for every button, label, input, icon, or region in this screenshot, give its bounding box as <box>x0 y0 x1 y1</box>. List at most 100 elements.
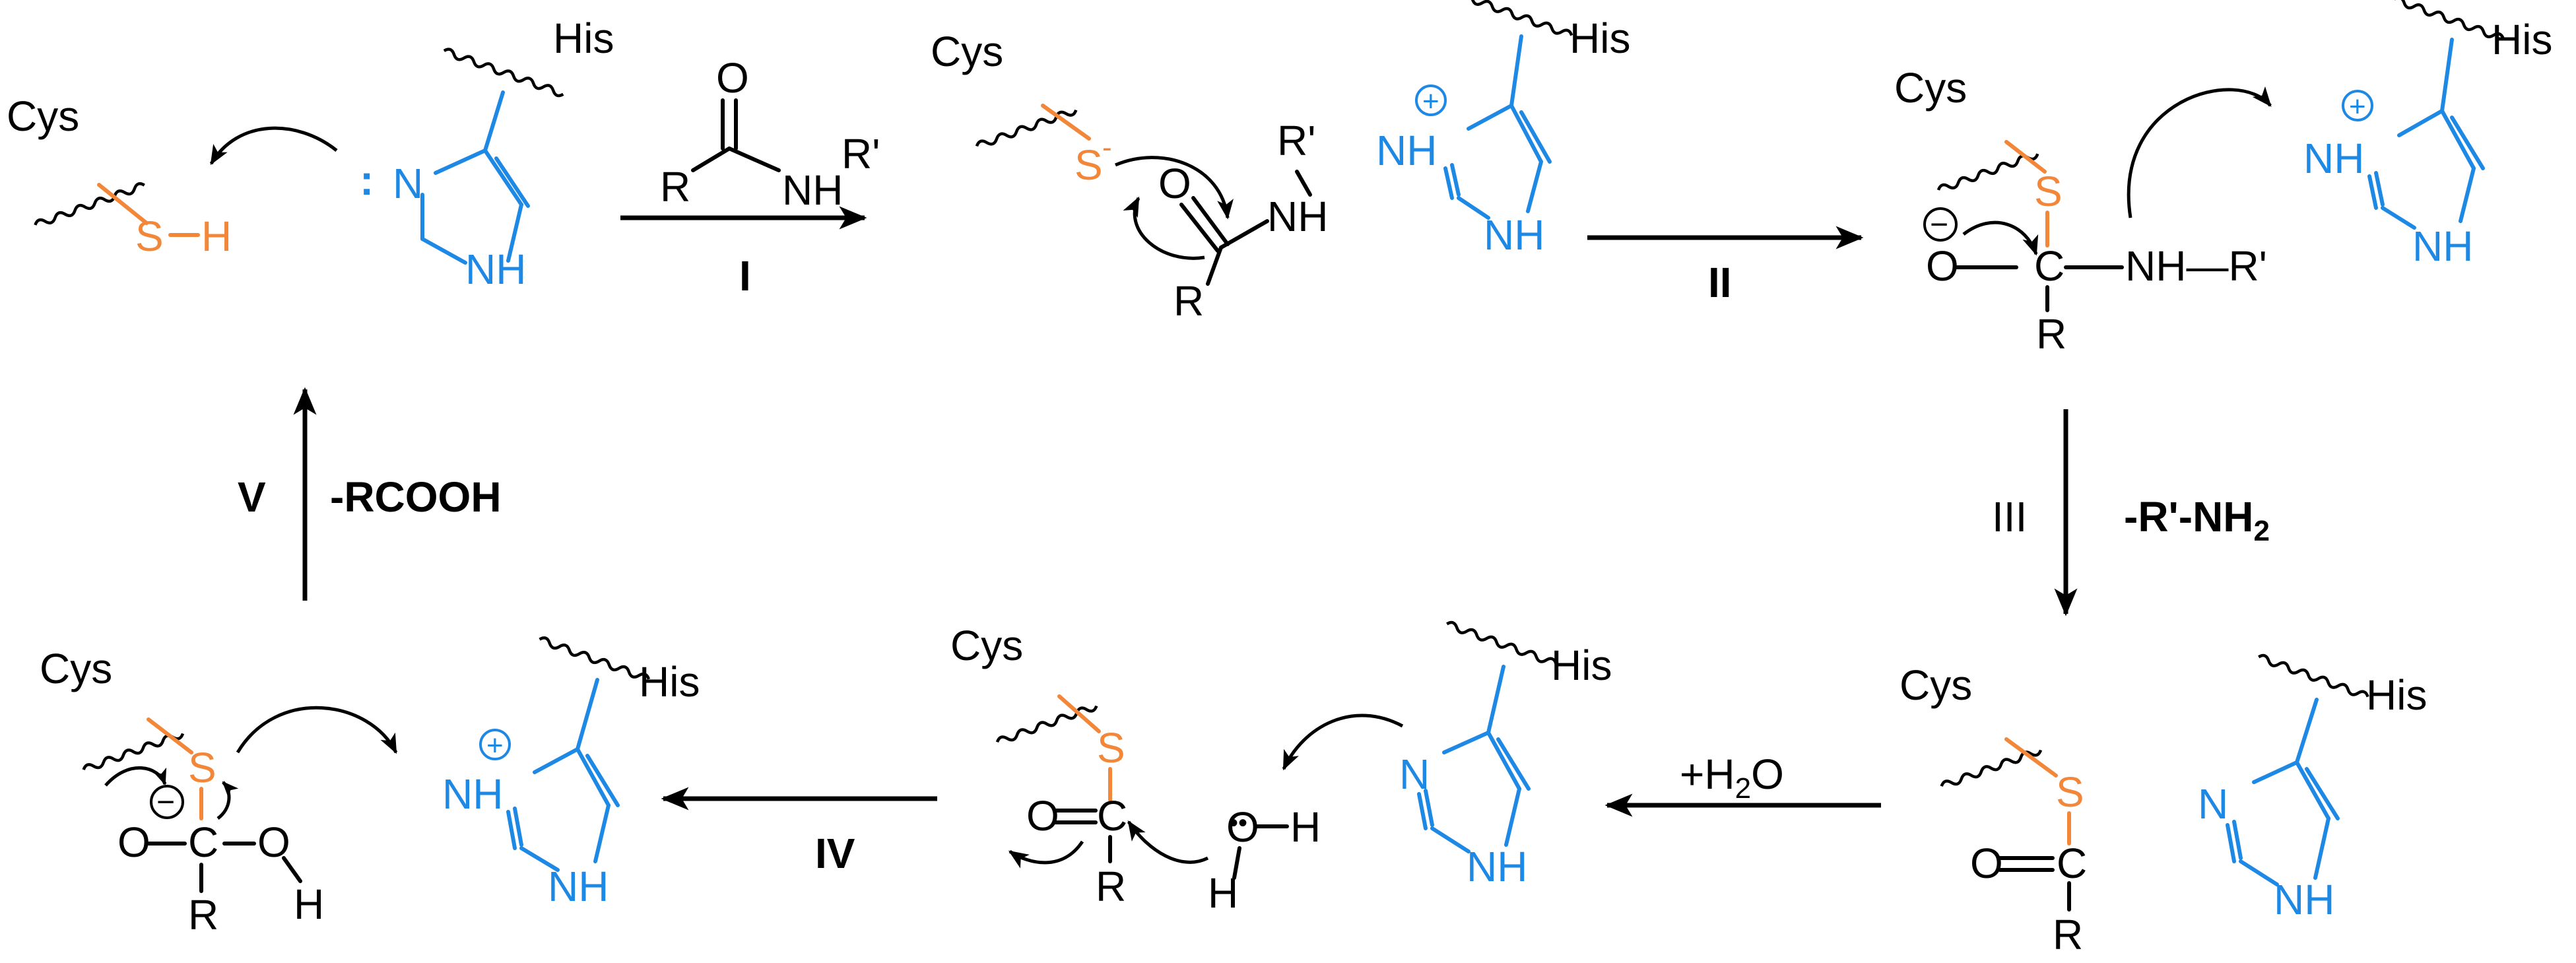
his-backbone-wavy <box>1461 0 1573 36</box>
his-backbone-wavy <box>2258 653 2369 698</box>
step-iii-byproduct: -R'-NH2 <box>2124 493 2270 547</box>
thioester-carbon: C <box>1097 792 1127 840</box>
amide-r-prime: R' <box>1277 117 1315 164</box>
substrate-nh: NH <box>782 166 843 214</box>
imidazolium-n1h: NH <box>1484 211 1544 259</box>
water-lone-pair: •• <box>1229 809 1247 838</box>
imidazole-ring <box>2226 760 2340 886</box>
amide-substrate: O R NH R' <box>660 54 880 214</box>
tetrahedral-nh-r-prime: NH—R' <box>2125 242 2267 290</box>
tetrahedral-oxygen: O <box>1926 242 1959 290</box>
carbonyl-push-arrow <box>1008 840 1084 869</box>
substrate-oxygen: O <box>716 54 749 102</box>
oxyanion-charge-circle <box>150 785 184 819</box>
carbonyl-electron-arrow <box>1123 196 1205 260</box>
tetrahedral-r: R <box>188 891 218 939</box>
imidazolium-n1h: NH <box>548 863 609 910</box>
step-iv-label: IV <box>815 830 855 877</box>
oxyanion-charge-sign: − <box>156 785 175 820</box>
water-molecule: •• O H H <box>1208 803 1321 917</box>
thioester-carbon: C <box>2057 840 2087 887</box>
imidazole-n1h: NH <box>2274 876 2334 923</box>
cys-label: Cys <box>931 28 1003 75</box>
his-ch2-bond <box>576 678 599 751</box>
panel-5-water-attack: Cys S O C R •• O H H His <box>950 620 1612 917</box>
step-i-label: I <box>739 252 751 300</box>
his-label: His <box>553 15 614 62</box>
thioester-oxygen: O <box>1026 792 1059 840</box>
panel-1-free-enzyme: Cys S H His N NH : <box>7 15 614 293</box>
nitrogen-lone-pair: : <box>360 156 374 204</box>
imidazolium-ring <box>506 747 620 872</box>
amide-oxygen: O <box>1158 160 1191 207</box>
thioester-oxygen: O <box>1970 840 2003 887</box>
imidazole-n3: N <box>393 160 423 207</box>
positive-charge-circle <box>479 729 511 760</box>
thiol-hydrogen: H <box>201 213 232 260</box>
his-label: His <box>1569 15 1630 62</box>
cys-backbone-wavy <box>1936 153 2039 191</box>
cys-backbone-wavy <box>995 705 1098 743</box>
tetrahedral-carbon: C <box>2034 242 2064 290</box>
cys-label: Cys <box>1899 661 1972 709</box>
imidazole-n3: N <box>1399 750 1430 798</box>
water-oxygen: O <box>1226 803 1259 851</box>
amide-nh: NH <box>1267 193 1328 240</box>
imidazolium-ring <box>2367 109 2485 230</box>
tetrahedral-precursor-amide: O NH R' R <box>1158 117 1328 325</box>
thioester-sulfur: S <box>2056 768 2084 816</box>
water-deprotonation-arrow <box>1282 714 1404 771</box>
thioester-r: R <box>1096 863 1126 910</box>
his-label: His <box>2366 671 2427 719</box>
cys-label: Cys <box>950 622 1023 669</box>
panel-4-acyl-enzyme: Cys S O C R His N NH <box>1899 653 2427 958</box>
cys-ch2-bond <box>1057 694 1101 733</box>
tetrahedral-oxygen: O <box>117 818 150 866</box>
his-ch2-bond <box>2295 698 2319 764</box>
cys-label: Cys <box>40 645 112 692</box>
panel-6-tetrahedral-intermediate: Cys S − O C O H R His NH + <box>40 636 700 939</box>
thiolate-sulfur: S <box>1074 141 1103 189</box>
panel-2-thiolate-attack: Cys S - O NH R' R His NH <box>931 0 1630 325</box>
positive-charge-circle <box>1415 84 1447 116</box>
imidazolium-ring <box>1443 104 1552 220</box>
his-ch2-bond <box>1486 665 1505 735</box>
positive-charge-sign: + <box>486 729 504 762</box>
cys-ch2-bond <box>2004 140 2047 174</box>
proton-abstraction-arrow <box>209 126 338 166</box>
step-v-label: V <box>238 473 266 521</box>
his-backbone-wavy <box>443 48 564 98</box>
tetrahedral-sulfur: S <box>188 744 216 791</box>
his-label: His <box>1551 642 1612 689</box>
sulfur-leaving-arrow <box>216 781 239 820</box>
step-iii: III -R'-NH2 <box>1992 409 2270 616</box>
his-label: His <box>2492 16 2552 63</box>
tetrahedral-r: R <box>2036 310 2066 358</box>
oxyanion-collapse-arrow <box>1962 220 2039 256</box>
step-ii-label: II <box>1708 259 1732 306</box>
thioester-sulfur: S <box>1097 724 1125 772</box>
cys-backbone-wavy <box>975 109 1078 147</box>
panel-3-tetrahedral-intermediate: Cys S − O C R NH—R' His NH + NH <box>1894 0 2552 358</box>
imidazole-n3: N <box>2198 780 2228 828</box>
imidazolium-n3h: NH <box>1376 127 1437 174</box>
positive-charge-sign: + <box>2349 90 2366 123</box>
imidazolium-n3h: NH <box>442 770 503 818</box>
oxyanion-collapse-arrow <box>104 766 167 787</box>
step-v: V -RCOOH <box>238 387 502 601</box>
imidazolium-n3h: NH <box>2303 135 2364 182</box>
his-label: His <box>639 658 700 706</box>
tetrahedral-sulfur: S <box>2034 168 2063 215</box>
cys-ch2-bond <box>1041 104 1091 141</box>
thiolate-charge: - <box>1102 131 1112 164</box>
water-h1: H <box>1290 803 1321 851</box>
imidazolium-n1h: NH <box>2412 222 2473 270</box>
his-ch2-bond <box>483 90 505 152</box>
cys-ch2-bond <box>2004 737 2058 778</box>
oxyanion-charge-sign: − <box>1930 207 1948 242</box>
imidazole-ring <box>420 149 530 265</box>
tetrahedral-carbon: C <box>188 818 218 866</box>
step-i: I O R NH R' <box>620 54 880 300</box>
tetrahedral-oh-hydrogen: H <box>294 880 324 928</box>
